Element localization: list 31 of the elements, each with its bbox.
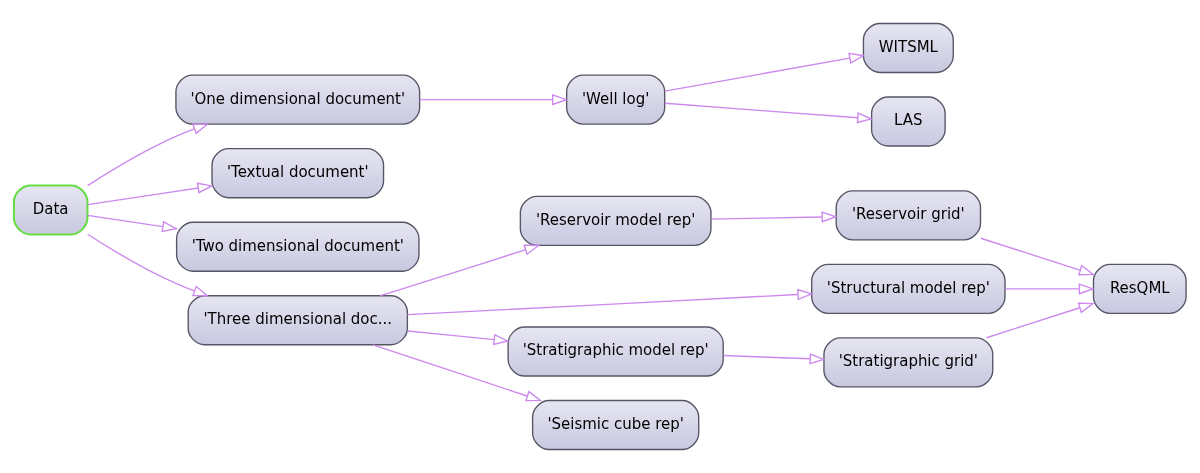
node-box: 'Structural model rep' [811, 263, 1006, 315]
arrow [664, 52, 866, 92]
node-box: 'One dimensional document' [175, 74, 421, 125]
arrow [86, 182, 214, 206]
arrow [664, 102, 874, 124]
arrow [87, 233, 210, 297]
arrow [710, 211, 838, 223]
arrow [722, 353, 826, 365]
arrow [418, 93, 569, 106]
node-box: 'Seismic cube rep' [531, 399, 700, 451]
node-box: 'Stratigraphic grid' [823, 337, 994, 388]
arrow [980, 237, 1096, 276]
node-box: Data [12, 184, 89, 236]
arrow [372, 344, 543, 402]
node-box: ResQML [1092, 263, 1187, 315]
node-box: 'Three dimensional doc... [187, 295, 409, 346]
node-box: WITSML [862, 22, 954, 74]
arrow [86, 214, 179, 233]
node-box: 'Stratigraphic model rep' [507, 326, 724, 377]
arrow [87, 123, 210, 187]
arrow [985, 302, 1095, 339]
node-box: 'Reservoir grid' [835, 190, 982, 241]
node-box: 'Reservoir model rep' [519, 195, 712, 247]
node-box: LAS [870, 96, 946, 147]
arrow [1004, 283, 1096, 295]
arrow [406, 330, 510, 346]
arrow [379, 244, 541, 297]
node-box: 'Well log' [565, 74, 666, 125]
node-box: 'Textual document' [211, 148, 385, 199]
node-box: 'Two dimensional document' [175, 221, 420, 272]
arrow [406, 288, 814, 316]
